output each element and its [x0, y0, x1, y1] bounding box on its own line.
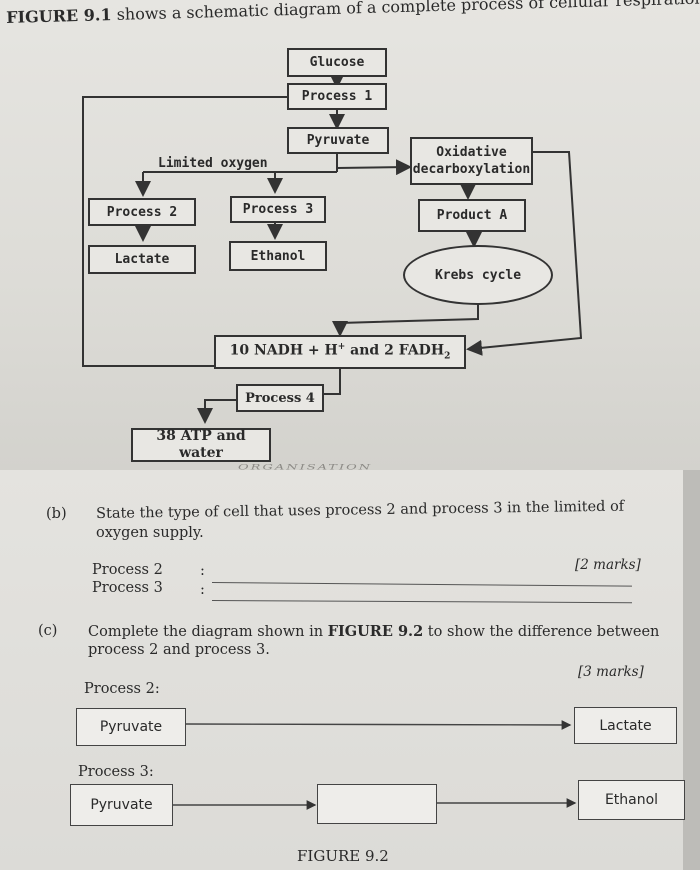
p3-blank-answer-box[interactable]: [317, 784, 437, 824]
question-c-line-1: Complete the diagram shown in FIGURE 9.2…: [88, 623, 660, 640]
question-c-marks: [3 marks]: [578, 664, 644, 680]
process-3-heading: Process 3:: [78, 764, 154, 780]
oxidative-label-line-1: Oxidative: [436, 145, 507, 160]
limited-oxygen-label: Limited oxygen: [158, 156, 268, 171]
process-3-label: Process 3: [242, 202, 314, 217]
pyruvate-label: Pyruvate: [306, 133, 370, 148]
lactate-box: Lactate: [88, 245, 196, 274]
process-2-heading: Process 2:: [84, 681, 160, 697]
atp-water-label: 38 ATP and water: [156, 428, 246, 461]
p3-pyruvate-box: Pyruvate: [70, 784, 173, 826]
diagram-connectors: [82, 73, 583, 424]
glucose-box: Glucose: [287, 48, 387, 77]
p2-pyruvate-box: Pyruvate: [76, 708, 186, 746]
question-b-line-2: oxygen supply.: [96, 525, 204, 541]
question-c-label: (c): [38, 623, 58, 639]
question-b-label: (b): [46, 506, 67, 522]
question-c-line-2: process 2 and process 3.: [88, 642, 270, 658]
process-2-label: Process 2: [106, 204, 178, 220]
p2-lactate-label: Lactate: [599, 717, 652, 734]
page-edge: [683, 470, 700, 870]
figure-9-1-sheet: [0, 0, 700, 470]
nadh-label: 10 NADH + H+ and 2 FADH2: [229, 341, 451, 362]
oxidative-label-line-2: decarboxylation: [412, 162, 531, 177]
ethanol-box: Ethanol: [229, 241, 327, 271]
p2-lactate-box: Lactate: [574, 707, 677, 744]
atp-water-box: 38 ATP and water: [131, 428, 271, 462]
process-2-box: Process 2: [88, 198, 196, 226]
process-1-label: Process 1: [301, 89, 373, 104]
ethanol-label: Ethanol: [250, 248, 306, 264]
cut-off-edge-text: ORGANISATION: [238, 463, 373, 472]
glucose-label: Glucose: [309, 55, 365, 70]
process-3-box: Process 3: [230, 196, 326, 223]
p2-pyruvate-label: Pyruvate: [99, 719, 163, 735]
process-4-label: Process 4: [245, 390, 315, 406]
question-b-marks: [2 marks]: [575, 557, 641, 573]
lactate-label: Lactate: [114, 252, 170, 267]
pyruvate-box: Pyruvate: [287, 127, 389, 154]
oxidative-decarboxylation-box: Oxidative decarboxylation: [410, 137, 533, 185]
p3-pyruvate-label: Pyruvate: [90, 797, 153, 813]
figure-9-2-caption: FIGURE 9.2: [297, 847, 389, 865]
process-1-box: Process 1: [287, 83, 387, 110]
krebs-cycle-label: Krebs cycle: [434, 267, 522, 283]
process-3-colon: :: [200, 582, 205, 598]
process-4-box: Process 4: [236, 384, 324, 412]
krebs-cycle-ellipse: Krebs cycle: [403, 245, 553, 305]
p3-ethanol-box: Ethanol: [578, 780, 685, 820]
p3-ethanol-label: Ethanol: [604, 792, 659, 808]
nadh-fadh-box: 10 NADH + H+ and 2 FADH2: [214, 335, 466, 369]
product-a-box: Product A: [418, 199, 526, 232]
process-3-answer-label: Process 3: [92, 580, 163, 596]
product-a-label: Product A: [436, 208, 508, 223]
process-2-colon: :: [200, 563, 205, 579]
process-2-answer-label: Process 2: [92, 562, 163, 578]
